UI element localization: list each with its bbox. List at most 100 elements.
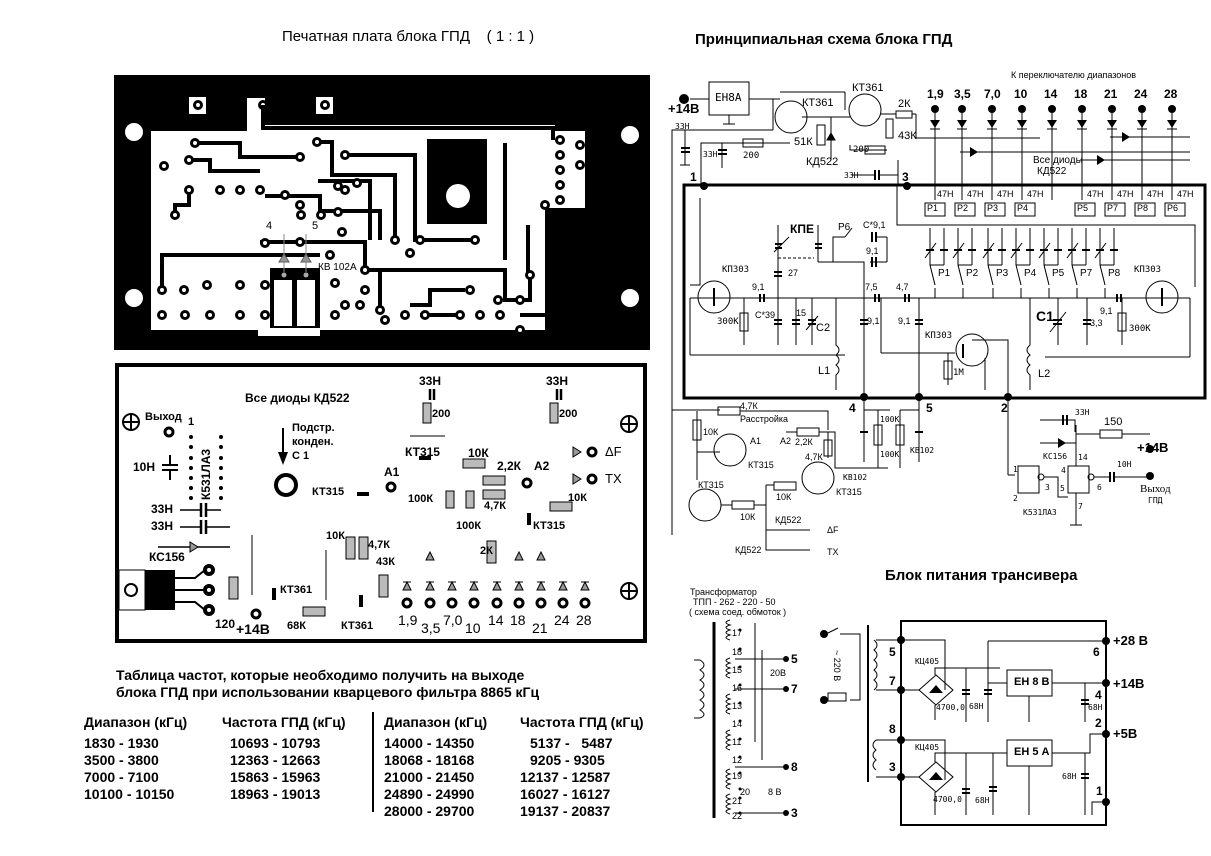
sch-c91-label: 9,1 [898, 316, 911, 326]
sch-c1-label: С1 [1036, 308, 1054, 324]
pcb-r2k-label: 2К [480, 545, 493, 557]
sch-band-switch-header: К переключателю диапазонов [1011, 70, 1137, 80]
winding-tap [738, 647, 742, 651]
winding-tap [738, 737, 742, 741]
table-header: Диапазон (кГц) [84, 714, 188, 730]
sch-r10k-label: 10К [776, 492, 792, 502]
band-diode [447, 580, 457, 591]
band-switch [929, 264, 936, 286]
sch-node-4: 4 [849, 401, 856, 415]
winding-label: 17 [732, 628, 743, 638]
pcb-r4-7k-label: 4,7К [484, 500, 507, 512]
mount-hole [621, 289, 639, 307]
band-switch [1015, 264, 1022, 286]
table-cell-freq: 15863 - 15963 [230, 769, 321, 785]
winding-tap [738, 665, 742, 669]
sch-supply-label: +14В [668, 101, 700, 116]
pcb-title: Печатная плата блока ГПД ( 1 : 1 ) [282, 28, 535, 45]
band-diode [492, 580, 502, 591]
relay-coil [1074, 202, 1096, 217]
pcb-r10k-label: 10К [568, 492, 587, 504]
sch-r10k-label: 10К [740, 512, 756, 522]
psu-pin-label: 7 [889, 674, 896, 688]
sch-r300k-label: 300К [717, 317, 739, 327]
sch-c91-label: 9,1 [1100, 306, 1113, 316]
sch-r300k-label: 300К [1129, 324, 1151, 334]
sch-kpe-label: КПЕ [790, 222, 814, 236]
winding-label: 18 [732, 647, 743, 657]
winding-coil [725, 768, 732, 790]
winding-label: 11 [732, 737, 742, 747]
sch-node-5: 5 [926, 401, 933, 415]
sch-c47-label: 4,7 [896, 282, 909, 292]
sch-jfet-label: КП303 [925, 331, 953, 341]
pcb-trim-note-3: С 1 [292, 450, 310, 462]
transformer-20v-label: 20В [770, 668, 787, 678]
sch-switch-label: Р1 [938, 268, 951, 279]
sch-c15-label: 15 [796, 308, 807, 318]
pcb-r120-label: 120 [215, 617, 236, 631]
table-cell-range: 1830 - 1930 [84, 735, 159, 751]
band-pad [424, 597, 436, 609]
pad-label-4: 4 [266, 220, 273, 232]
sch-c39-label: С*39 [755, 310, 776, 320]
sch-band-label: 10 [1014, 87, 1028, 101]
pcb-c33n-label: 33Н [151, 519, 174, 533]
mount-hole [125, 123, 143, 141]
band-switch [987, 264, 994, 286]
relay-coil [1104, 202, 1126, 217]
winding-coil [725, 693, 732, 715]
pcb-band-label: 21 [532, 620, 548, 636]
pcb-ic-pin1: 1 [188, 416, 195, 428]
band-switch [957, 264, 964, 286]
band-switch [1099, 264, 1106, 286]
pad-label-1: 1 [210, 98, 217, 110]
winding-label: 13 [732, 701, 743, 711]
transformer-term-3: 3 [791, 806, 798, 820]
psu-out28-label: +28 В [1113, 633, 1149, 648]
sch-l2-label: L2 [1038, 368, 1051, 380]
sch-ic-pin: 4 [1061, 466, 1066, 475]
sch-switch-label: Р2 [966, 268, 979, 279]
sch-switch-label: Р7 [1080, 268, 1093, 279]
winding-label: 20 [740, 787, 751, 797]
psu-out14-label: +14В [1113, 676, 1145, 691]
sch-c91-label: 9,1 [752, 282, 765, 292]
transformer-title-1: Трансформатор [690, 587, 757, 597]
relay-coil [924, 202, 946, 217]
sch-c75-label: 7,5 [865, 282, 878, 292]
pcb-band-label: 3,5 [421, 620, 441, 636]
table-cell-freq: 10693 - 10793 [230, 735, 321, 751]
table-cell-freq: 16027 - 16127 [520, 786, 611, 802]
sch-r150-label: 150 [1104, 416, 1123, 428]
pcb-kt315-label: КТ315 [405, 445, 440, 459]
band-pad [468, 597, 480, 609]
table-cell-freq: 12363 - 12663 [230, 752, 321, 768]
table-cell-range: 24890 - 24990 [384, 786, 475, 802]
regulator-body [145, 570, 175, 610]
psu-pin-label: 6 [1093, 645, 1100, 659]
sch-node-1: 1 [690, 170, 697, 184]
psu-pin-label: 5 [889, 645, 896, 659]
sch-ic-pin: 1 [1013, 465, 1018, 474]
winding-tap [738, 719, 742, 723]
pcb-zener-label: КС156 [149, 550, 185, 564]
psu-pin-label: 3 [889, 760, 896, 774]
trimmer-capacitor-c1 [274, 473, 298, 497]
band-pad [579, 597, 591, 609]
sch-df-label: ΔF [827, 525, 839, 535]
sch-ic-label: К531ЛА3 [1023, 508, 1057, 517]
sch-cap-label: 33Н [703, 150, 718, 159]
pcb-r43k-label: 43К [376, 556, 395, 568]
sch-band-label: 3,5 [954, 87, 971, 101]
pcb-output-label: Выход [145, 411, 182, 423]
psu-c68n-label: 68Н [1062, 772, 1077, 781]
mount-crosshairs [122, 413, 638, 600]
pcb-band-label: 14 [488, 612, 504, 628]
table-cell-range: 28000 - 29700 [384, 803, 475, 819]
winding-tap [738, 755, 742, 759]
psu-pin-label: 2 [1095, 716, 1102, 730]
winding-label: 12 [732, 755, 743, 765]
sch-kd522-label: КД522 [775, 515, 802, 525]
mount-hole [621, 126, 639, 144]
